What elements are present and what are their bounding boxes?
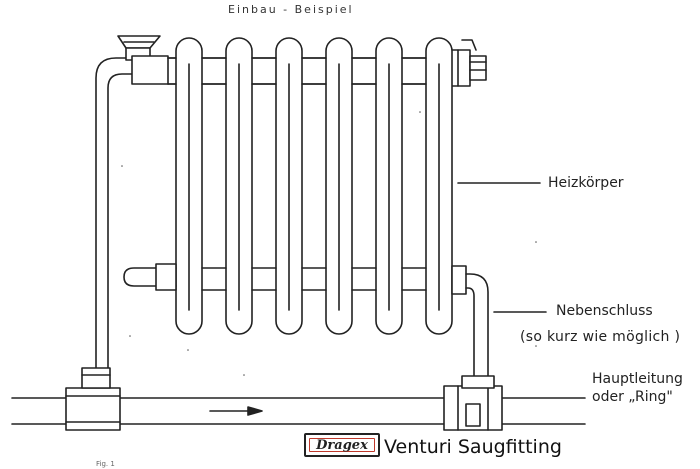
main-pipe bbox=[11, 385, 586, 431]
radiator-valve bbox=[117, 35, 169, 85]
label-bypass-note: (so kurz wie möglich ) bbox=[520, 329, 681, 345]
radiator-bottom-header bbox=[123, 263, 467, 295]
figure-label: Fig. 1 bbox=[96, 460, 115, 468]
label-leader-lines bbox=[457, 182, 547, 313]
radiator-top-nipples bbox=[167, 57, 427, 85]
background-dots bbox=[121, 111, 537, 376]
label-bypass: Nebenschluss bbox=[556, 303, 653, 319]
brand-logo-text: Dragex bbox=[316, 437, 368, 453]
label-main-pipe: Hauptleitung bbox=[592, 371, 683, 387]
flow-direction-arrow bbox=[209, 406, 263, 416]
label-main-pipe-note: oder „Ring" bbox=[592, 389, 673, 405]
brand-logo: Dragex bbox=[304, 433, 380, 457]
bypass-return-pipe bbox=[461, 273, 495, 389]
label-radiator: Heizkörper bbox=[548, 175, 624, 191]
diagram-title: Einbau - Beispiel bbox=[228, 3, 354, 16]
supply-riser-pipe bbox=[81, 57, 137, 389]
radiator-sections bbox=[175, 37, 453, 335]
product-caption: Venturi Saugfitting bbox=[384, 436, 562, 458]
